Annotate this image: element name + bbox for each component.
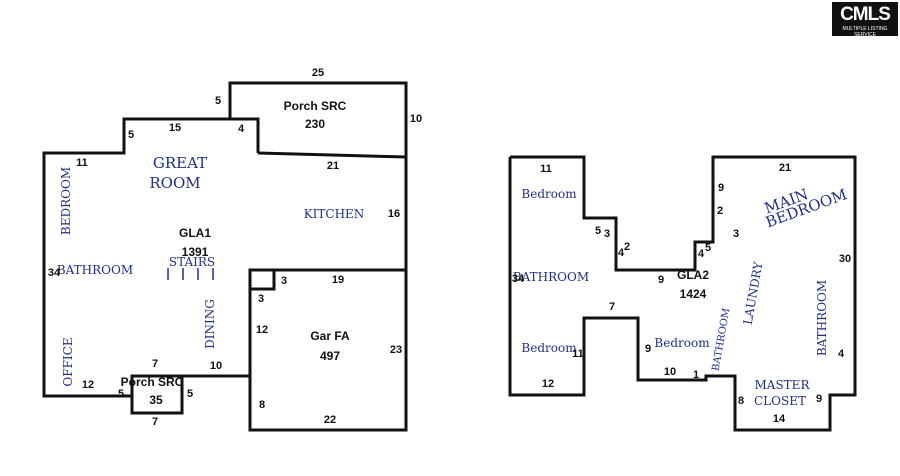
porch-top-value: 230 (305, 117, 325, 131)
room-bedroom: BEDROOM (59, 167, 73, 235)
room-kitchen: KITCHEN (304, 207, 365, 221)
dim-7: 7 (152, 358, 158, 370)
room-great: GREAT (153, 154, 207, 172)
gla1-name: GLA1 (179, 226, 211, 240)
room-bathroom: BATHROOM (513, 270, 589, 284)
dim-1: 1 (693, 369, 699, 381)
porch-bottom-outline (130, 376, 184, 415)
dim-23: 23 (390, 344, 402, 356)
dim-19: 19 (332, 274, 344, 286)
room-bathroom-small: BATHROOM (711, 307, 733, 372)
room-bathroom: BATHROOM (57, 263, 133, 277)
dim-3: 3 (604, 228, 610, 240)
dim-7: 7 (152, 416, 158, 428)
garage-value: 497 (320, 349, 340, 363)
dim-8: 8 (738, 395, 744, 407)
porch-bottom-name: Porch SRC (121, 375, 184, 389)
dim-2: 2 (717, 205, 723, 217)
room-bedroom-top-left: Bedroom (521, 187, 577, 201)
dim-21: 21 (327, 160, 339, 172)
dim-3: 3 (281, 275, 287, 287)
porch-top-outline (228, 81, 408, 159)
dim-12: 12 (256, 324, 268, 336)
dim-4: 4 (238, 123, 245, 135)
dim-5: 5 (705, 242, 711, 254)
logo-text: CMLS (840, 4, 891, 25)
dim-7: 7 (609, 301, 615, 313)
dim-11: 11 (540, 163, 552, 175)
room-closet: CLOSET (754, 394, 806, 408)
dim-34: 34 (48, 267, 61, 279)
dim-22: 22 (324, 414, 336, 426)
room-bedroom-middle: Bedroom (654, 336, 710, 350)
logo-subtext: MULTIPLE LISTING SERVICE (842, 26, 888, 38)
dim-5: 5 (128, 129, 134, 141)
dim-15: 15 (169, 122, 181, 134)
garage-outline (248, 268, 408, 432)
porch-top-name: Porch SRC (284, 99, 347, 113)
dim-16: 16 (388, 208, 400, 220)
dim-3: 3 (733, 228, 739, 240)
gla1-value: 1391 (182, 245, 209, 259)
dim-9: 9 (658, 274, 664, 286)
dim-5: 5 (215, 95, 221, 107)
dim-25: 25 (312, 67, 324, 79)
dim-10: 10 (210, 360, 222, 372)
dim-34: 34 (512, 273, 525, 285)
room-room: ROOM (149, 174, 200, 192)
dim-11: 11 (76, 157, 88, 169)
cmls-logo: CMLS MULTIPLE LISTING SERVICE (832, 2, 898, 38)
room-bedroom-bottom-left: Bedroom (521, 341, 577, 355)
room-laundry: LAUNDRY (741, 260, 766, 326)
dim-5: 5 (595, 225, 601, 237)
dim-10: 10 (410, 113, 422, 125)
gla2-value: 1424 (680, 287, 707, 301)
gla2-name: GLA2 (677, 268, 709, 282)
room-dining: DINING (203, 299, 217, 349)
dim-2: 2 (624, 241, 630, 253)
dim-10: 10 (664, 366, 676, 378)
dim-8: 8 (259, 399, 265, 411)
stairs-marks (167, 268, 214, 280)
dim-30: 30 (839, 253, 851, 265)
porch-bottom-value: 35 (149, 393, 163, 407)
dim-9: 9 (816, 393, 822, 405)
dim-14: 14 (773, 413, 786, 425)
floor-plan-2: GLA2 1424 Bedroom BATHROOM Bedroom Bedro… (508, 155, 857, 432)
gla1-outline (42, 117, 408, 398)
room-bathroom-right: BATHROOM (815, 280, 829, 356)
dim-5: 5 (187, 388, 193, 400)
room-stairs: STAIRS (169, 255, 215, 269)
floor-plan-1: Porch SRC 230 GLA1 1391 Gar FA 497 Porch… (42, 67, 422, 432)
dim-4: 4 (698, 248, 705, 260)
dim-3: 3 (258, 293, 264, 305)
dim-4: 4 (838, 348, 845, 360)
dim-9: 9 (645, 343, 651, 355)
dim-21: 21 (779, 162, 791, 174)
garage-name: Gar FA (310, 329, 350, 343)
dim-4: 4 (618, 247, 625, 259)
dim-11: 11 (572, 348, 584, 360)
dim-5: 5 (118, 388, 124, 400)
room-office: OFFICE (61, 337, 75, 386)
dim-12: 12 (542, 378, 554, 390)
gla2-outline (508, 155, 857, 432)
dim-12: 12 (82, 379, 94, 391)
room-master: MASTER (755, 378, 811, 392)
dim-9: 9 (718, 182, 724, 194)
